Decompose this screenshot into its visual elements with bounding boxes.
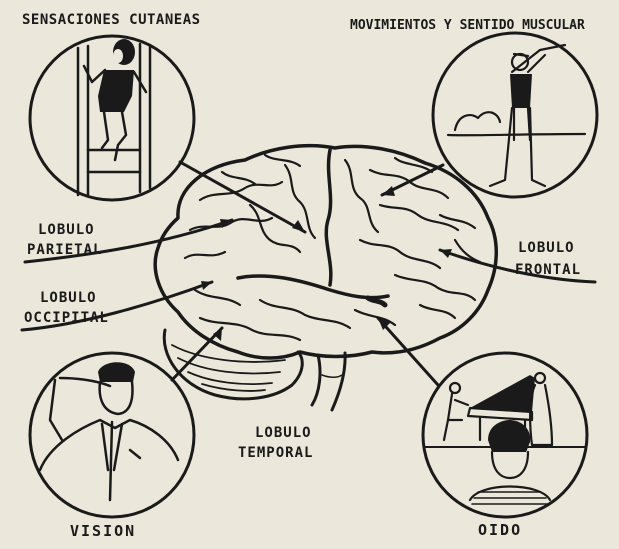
brain-illustration <box>155 146 496 410</box>
label-lobulo-occipital-2: OCCIPITAL <box>24 310 109 327</box>
label-lobulo-parietal-1: LOBULO <box>38 222 95 239</box>
label-lobulo-parietal-2: PARIETAL <box>27 242 102 259</box>
label-lobulo-occipital-1: LOBULO <box>40 290 97 307</box>
label-sensaciones-cutaneas: SENSACIONES CUTANEAS <box>22 12 201 29</box>
label-lobulo-frontal-1: LOBULO <box>518 240 575 257</box>
circle-sensaciones <box>30 36 194 200</box>
label-lobulo-frontal-2: FRONTAL <box>515 262 581 279</box>
pointer-sensaciones <box>180 162 305 232</box>
label-vision: VISION <box>70 523 136 540</box>
circle-oido <box>423 353 587 517</box>
arrowheads <box>201 186 452 341</box>
label-lobulo-temporal-1: LOBULO <box>255 425 312 442</box>
golfer-icon <box>448 45 585 186</box>
pointer-vision <box>172 328 222 380</box>
woman-figure-icon <box>84 39 146 160</box>
label-movimientos: MOVIMIENTOS Y SENTIDO MUSCULAR <box>350 17 585 34</box>
central-sulcus <box>326 150 331 285</box>
circle-vision <box>30 353 194 517</box>
label-lobulo-temporal-2: TEMPORAL <box>238 445 313 462</box>
man-looking-icon <box>40 362 178 500</box>
circle-movimientos <box>433 33 597 197</box>
listener-head-icon <box>470 420 550 504</box>
label-oido: OIDO <box>478 522 522 539</box>
ladder-icon <box>78 44 150 195</box>
sylvian-fissure <box>238 276 388 298</box>
